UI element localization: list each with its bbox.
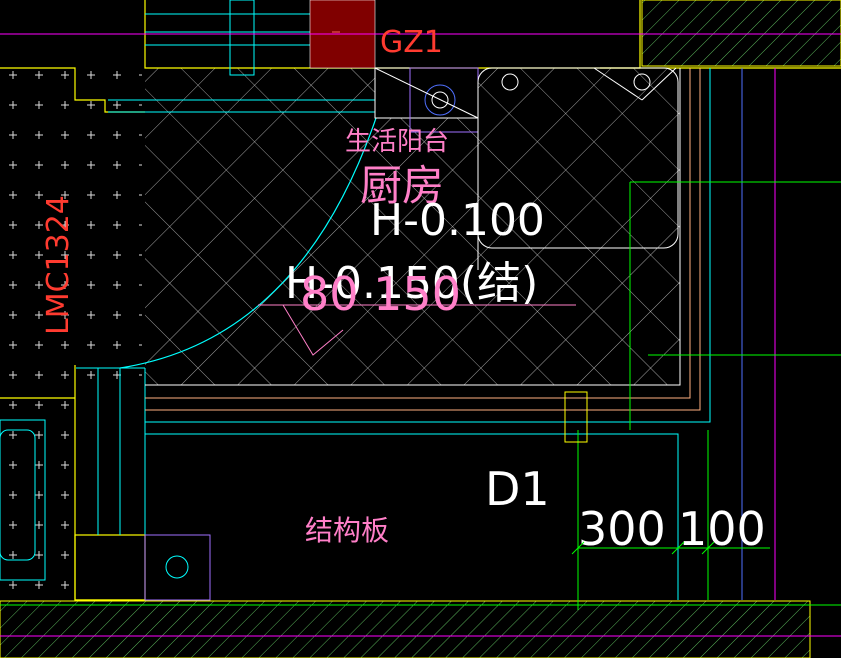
room-name: 生活阳台: [345, 127, 449, 157]
door-swing-arc: [119, 117, 377, 369]
overlap-dims: 80 150: [300, 267, 461, 321]
slab-tag: D1: [485, 462, 550, 516]
dimension-100: 100: [678, 502, 766, 556]
top-cyan-lines: [108, 0, 375, 113]
bottom-drain-icon: [165, 555, 189, 579]
balcony-hatch: [145, 68, 680, 385]
window-label: LMC1324: [41, 195, 76, 335]
dimension-ticks: [571, 541, 715, 555]
left-window-frame: [0, 367, 146, 600]
pipe-sleeve: [564, 391, 588, 443]
bottom-drain-box: [144, 534, 211, 601]
column-label: GZ1: [380, 25, 443, 60]
left-wall-fill: [0, 70, 142, 595]
washbasin: [477, 67, 679, 249]
slab-note: 结构板: [305, 514, 389, 547]
room-name-overlap: 厨房: [360, 161, 444, 210]
right-vertical-lines: [577, 68, 841, 610]
floor-level-label: H-0.100: [370, 195, 545, 246]
beam-level-label: H-0.150(结): [285, 258, 538, 309]
dimension-300: 300: [578, 502, 666, 556]
